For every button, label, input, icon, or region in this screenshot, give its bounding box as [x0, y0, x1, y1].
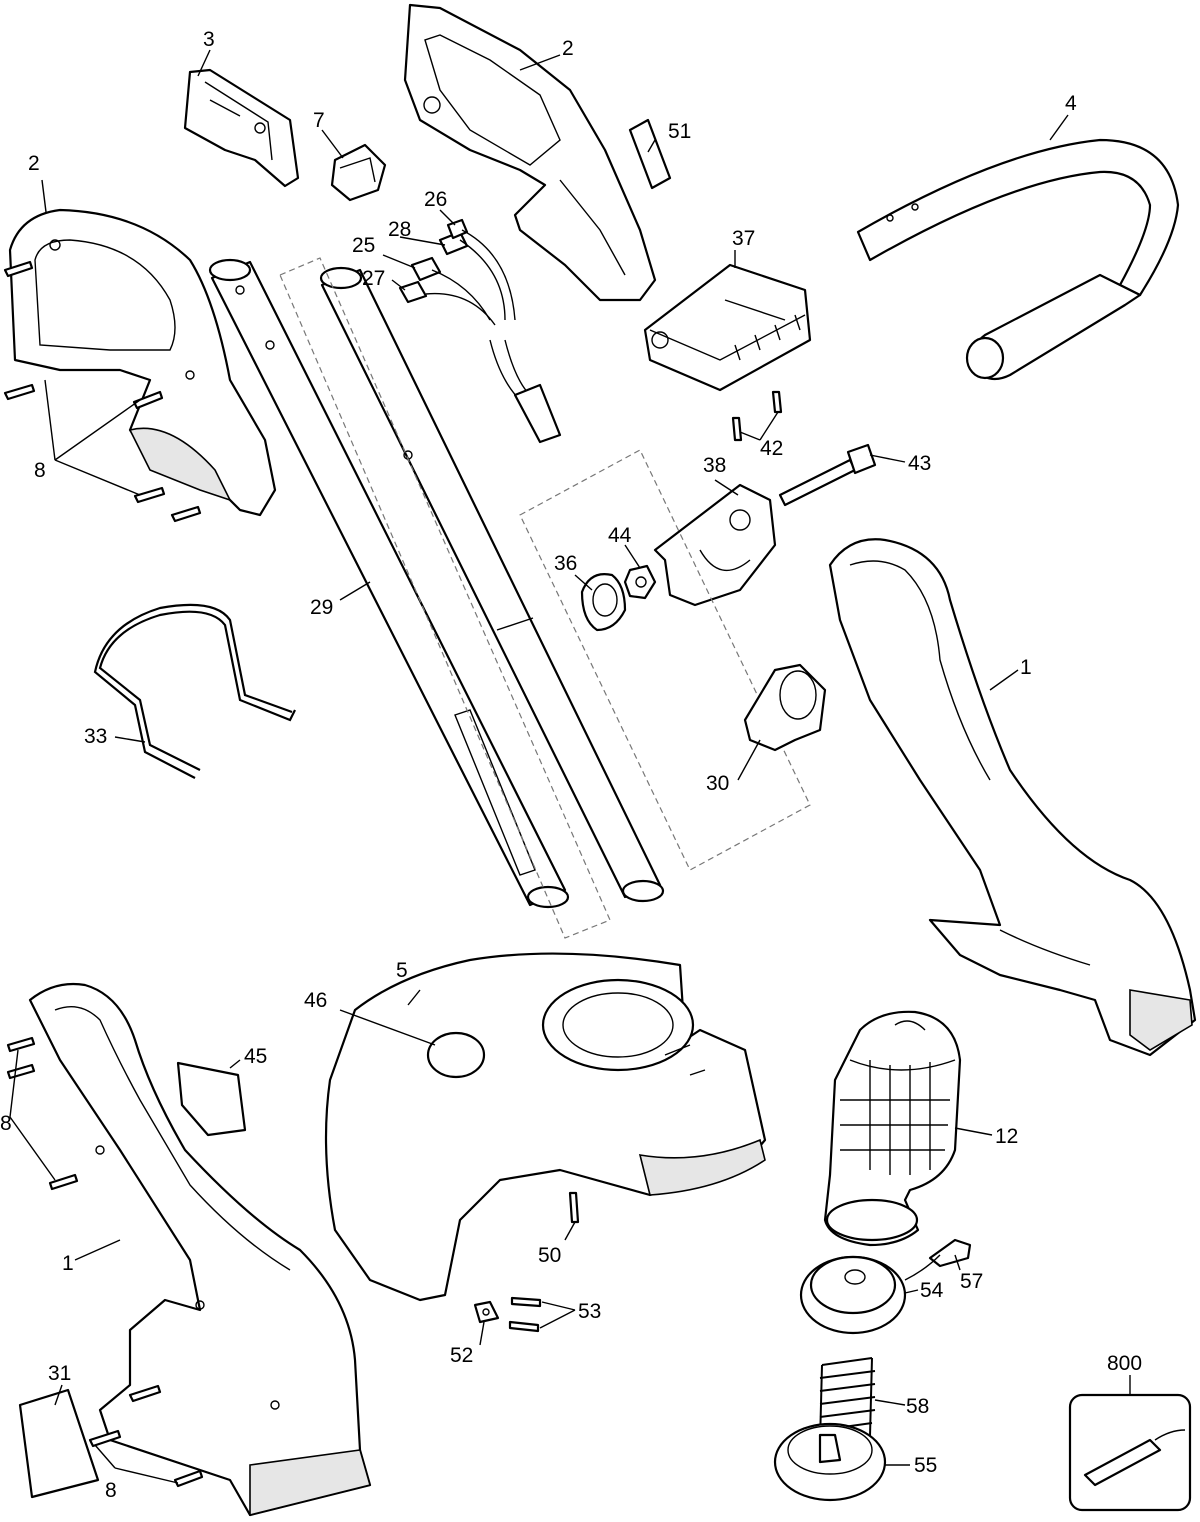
- part-12-motor: [823, 1010, 962, 1247]
- part-38-clamp: [653, 483, 777, 607]
- label-52: 52: [450, 1344, 473, 1367]
- part-2-handle-half-top: [403, 3, 657, 302]
- part-33-wire-guard: [93, 603, 296, 779]
- label-27: 27: [362, 267, 385, 290]
- label-2-left: 2: [28, 152, 40, 175]
- label-30: 30: [706, 772, 729, 795]
- part-8-screws-left: [3, 260, 202, 523]
- part-8-screws-bottom: [6, 1036, 204, 1488]
- wire-terminals: [398, 218, 562, 444]
- part-800-inset: [1068, 1393, 1192, 1512]
- part-31-label: [18, 1388, 100, 1499]
- part-44-nut: [623, 564, 657, 600]
- label-8-bottom: 8: [105, 1479, 117, 1502]
- part-2-handle-half-left: [8, 208, 277, 517]
- label-44: 44: [608, 524, 632, 547]
- label-4: 4: [1065, 92, 1077, 115]
- label-5: 5: [396, 959, 408, 982]
- label-12: 12: [995, 1125, 1018, 1148]
- label-37: 37: [732, 227, 755, 250]
- label-51: 51: [668, 120, 691, 143]
- label-800: 800: [1107, 1352, 1142, 1375]
- label-8-top: 8: [34, 459, 46, 482]
- part-37-cover: [643, 263, 812, 392]
- callout-labels: 3 2 7 2 4 51 26 28 25 27 37 42 43 38 44 …: [0, 28, 1142, 1502]
- label-36: 36: [554, 552, 577, 575]
- part-30-lock-button: [743, 663, 827, 752]
- label-45: 45: [244, 1045, 267, 1068]
- label-7: 7: [313, 109, 325, 132]
- part-36-knob: [580, 573, 627, 632]
- part-29-tubes: [208, 257, 665, 939]
- leader-lines: [9, 49, 1131, 1484]
- part-51-label: [628, 118, 672, 190]
- part-1-housing-half-left: [28, 982, 372, 1517]
- part-45-label: [176, 1061, 247, 1137]
- label-1-left: 1: [62, 1252, 74, 1275]
- label-55: 55: [914, 1454, 937, 1477]
- part-42-screws: [731, 390, 783, 442]
- label-50: 50: [538, 1244, 561, 1267]
- part-52-nut-plate: [473, 1300, 500, 1324]
- label-33: 33: [84, 725, 107, 748]
- part-50-screw: [568, 1191, 580, 1224]
- label-3: 3: [203, 28, 215, 51]
- label-58: 58: [906, 1395, 929, 1418]
- label-8-mid: 8: [0, 1112, 12, 1135]
- part-1-housing-half-right: [828, 538, 1197, 1057]
- part-55-cap: [773, 1422, 887, 1502]
- part-5-guard: [324, 952, 767, 1302]
- label-25: 25: [352, 234, 375, 257]
- label-31: 31: [48, 1362, 71, 1385]
- part-4-auxiliary-handle: [856, 138, 1180, 381]
- label-54: 54: [920, 1279, 944, 1302]
- label-57: 57: [960, 1270, 983, 1293]
- label-46: 46: [304, 989, 327, 1012]
- label-42: 42: [760, 437, 783, 460]
- label-26: 26: [424, 188, 447, 211]
- label-53: 53: [578, 1300, 601, 1323]
- label-2-top: 2: [562, 37, 574, 60]
- part-7-switch: [330, 143, 387, 202]
- part-43-bolt: [778, 443, 877, 507]
- part-57-clip: [928, 1238, 972, 1268]
- label-1-right: 1: [1020, 656, 1032, 679]
- part-53-screws: [508, 1296, 542, 1333]
- part-54-spool: [799, 1254, 941, 1335]
- label-38: 38: [703, 454, 726, 477]
- label-29: 29: [310, 596, 333, 619]
- label-28: 28: [388, 218, 411, 241]
- label-43: 43: [908, 452, 931, 475]
- part-3-switch-bracket: [183, 68, 300, 188]
